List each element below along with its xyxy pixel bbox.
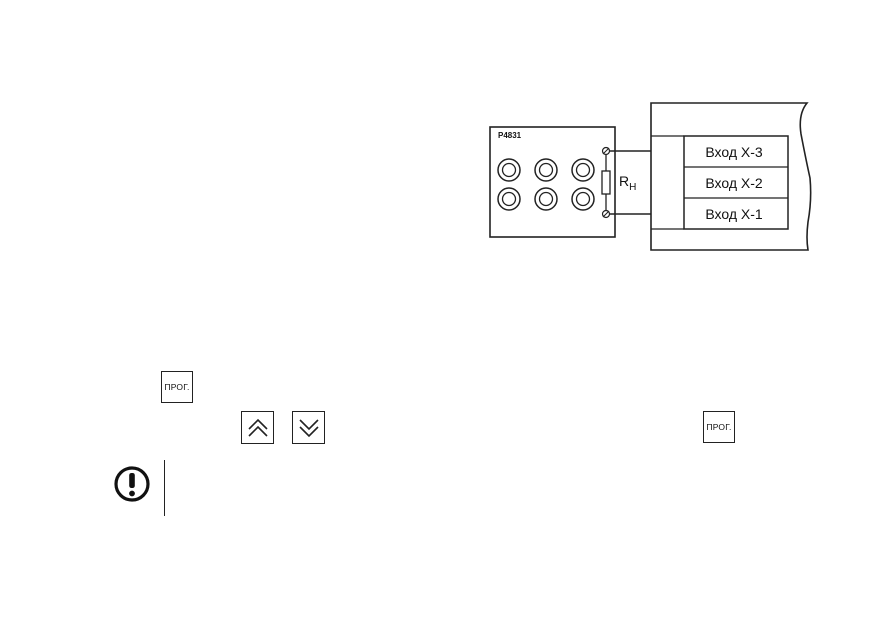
prog-button[interactable]: ПРОГ.	[161, 371, 193, 403]
double-chevron-down-icon	[298, 418, 319, 437]
dial-knob	[534, 158, 558, 182]
dial-knob	[497, 158, 521, 182]
dial-knob	[571, 187, 595, 211]
input-terminal-block: Вход Х-3 Вход Х-2 Вход Х-1	[683, 135, 789, 230]
terminal-top	[601, 146, 611, 156]
up-button[interactable]	[241, 411, 274, 444]
notice-divider	[164, 460, 166, 516]
resistor-label: RН	[619, 173, 636, 193]
dial-knob	[534, 187, 558, 211]
double-chevron-up-icon	[247, 418, 268, 437]
input-label: Вход Х-3	[705, 144, 763, 160]
prog-button[interactable]: ПРОГ.	[703, 411, 735, 443]
prog-button-label: ПРОГ.	[164, 382, 190, 392]
dial-knob	[497, 187, 521, 211]
prog-button-label: ПРОГ.	[706, 422, 732, 432]
down-button[interactable]	[292, 411, 325, 444]
input-label: Вход Х-1	[705, 206, 763, 222]
dial-knob	[571, 158, 595, 182]
device-label: P4831	[498, 131, 522, 140]
input-label: Вход Х-2	[705, 175, 763, 191]
exclamation-circle-icon	[114, 466, 150, 502]
resistor-symbol	[601, 170, 611, 195]
terminal-bottom	[601, 209, 611, 219]
resistance-box: P4831	[489, 126, 636, 238]
